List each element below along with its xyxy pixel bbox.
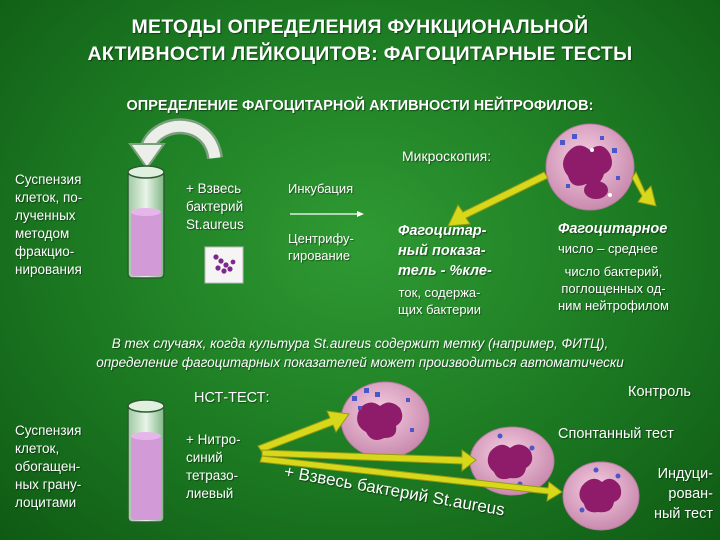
suspension-label-1: Суспензия клеток, по- лученных методом ф… [15,171,82,279]
arrow-to-number [632,172,656,206]
bacteria-sample [205,247,243,283]
neutrophil-microscopy [546,124,634,210]
phagocytic-index-title: Фагоцитар- ный показа- тель - %кле- [398,221,492,281]
induced-test-label: Индуци- рован- ный тест [615,464,713,524]
suspension-label-2: Суспензия клеток, обогащен- ных грану- л… [15,422,81,512]
bacteria-suspension-label: + Взвесь бактерий St.aureus [186,180,244,234]
phagocytic-number-line2: число – среднее [558,241,658,256]
return-arrow-head [130,144,164,168]
microscopy-label: Микроскопия: [402,148,491,164]
test-tube-1 [128,166,164,278]
phagocytic-index-rest: ток, содержа- щих бактерии [398,284,481,318]
nst-test-label: НСТ-ТЕСТ: [194,390,270,406]
phagocytic-number-title: Фагоцитарное [558,221,667,237]
test-tube-2 [128,400,164,522]
neutrophil-control [341,382,429,458]
phagocytic-number-rest: число бактерий, поглощенных од- ним нейт… [558,263,669,314]
centrifugation-label: Центрифу- гирование [288,230,354,264]
incubation-label: Инкубация [288,181,353,196]
arrow-to-control [258,411,349,452]
automation-note: В тех случаях, когда культура St.aureus … [0,334,720,372]
control-label: Контроль [628,384,691,400]
spontaneous-test-label: Спонтанный тест [558,426,674,442]
arrow-to-index [448,172,548,226]
section-subtitle: ОПРЕДЕЛЕНИЕ ФАГОЦИТАРНОЙ АКТИВНОСТИ НЕЙТ… [0,98,720,114]
page-title: МЕТОДЫ ОПРЕДЕЛЕНИЯ ФУНКЦИОНАЛЬНОЙ АКТИВН… [0,14,720,68]
nitro-blue-label: + Нитро- синий тетразо- лиевый [186,431,241,503]
